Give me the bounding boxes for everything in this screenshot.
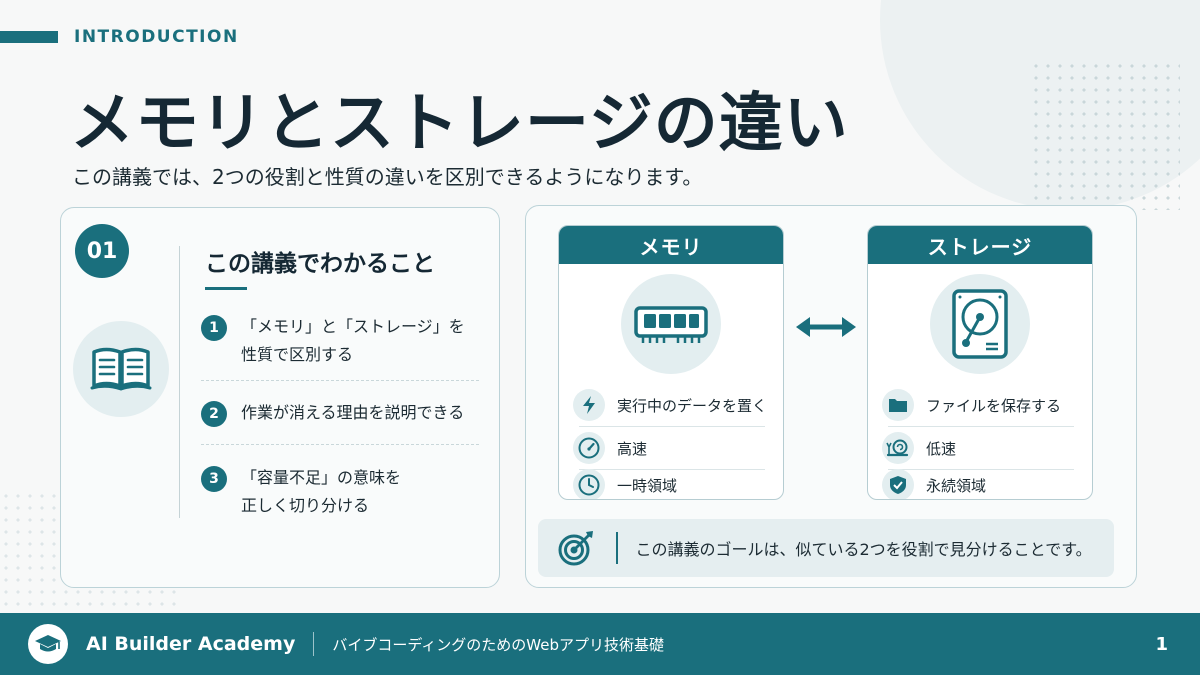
storage-feature-row: ファイルを保存する [882, 386, 1080, 424]
storage-feature-row: 永続領域 [882, 469, 1080, 499]
memory-feature-row: 一時領域 [573, 469, 771, 499]
memory-feature-text: 一時領域 [617, 476, 678, 495]
folder-icon [882, 389, 914, 421]
lightning-icon [573, 389, 605, 421]
comparison-card: メモリ 実行中のデータを置く [525, 205, 1137, 588]
goal-text: この講義のゴールは、似ている2つを役割で見分けることです。 [635, 540, 1092, 559]
memory-panel: メモリ 実行中のデータを置く [558, 225, 784, 500]
row-divider [579, 469, 765, 470]
footer-divider [313, 632, 315, 656]
row-divider [579, 426, 765, 427]
shield-check-icon [882, 469, 914, 499]
open-book-icon [73, 321, 169, 417]
storage-feature-text: 低速 [926, 439, 957, 458]
storage-feature-text: ファイルを保存する [926, 396, 1062, 415]
memory-feature-text: 高速 [617, 439, 648, 458]
learning-points-heading: この講義でわかること [205, 251, 435, 277]
row-divider [888, 426, 1074, 427]
dashed-divider [201, 380, 479, 381]
memory-feature-row: 実行中のデータを置く [573, 386, 771, 424]
snail-icon [882, 432, 914, 464]
point-text: 作業が消える理由を説明できる [241, 403, 465, 422]
eyebrow-accent-bar [0, 31, 58, 43]
section-number-badge: 01 [75, 224, 129, 278]
footer-bar: AI Builder Academy バイブコーディングのためのWebアプリ技術… [0, 613, 1200, 675]
divider-line [179, 246, 180, 518]
storage-feature-text: 永続領域 [926, 476, 987, 495]
point-number: 2 [201, 401, 227, 427]
point-text: 「容量不足」の意味を 正しく切り分ける [241, 468, 402, 515]
eyebrow-label: INTRODUCTION [74, 27, 239, 47]
footer-brand: AI Builder Academy [86, 633, 296, 655]
slide-title: メモリとストレージの違い [70, 87, 849, 161]
row-divider [888, 469, 1074, 470]
speedometer-icon [573, 432, 605, 464]
footer-course-title: バイブコーディングのためのWebアプリ技術基礎 [332, 635, 665, 654]
dashed-divider [201, 444, 479, 445]
double-arrow-icon [794, 314, 858, 344]
graduation-cap-icon [28, 624, 68, 664]
decorative-dot-pattern [1030, 60, 1180, 210]
learning-point: 3 「容量不足」の意味を 正しく切り分ける [201, 464, 491, 520]
point-number: 3 [201, 466, 227, 492]
storage-panel: ストレージ ファイルを保存する 低速 [867, 225, 1093, 500]
learning-point: 1 「メモリ」と「ストレージ」を 性質で区別する [201, 313, 491, 369]
goal-divider [616, 532, 618, 564]
page-number: 1 [1155, 633, 1168, 655]
slide-subtitle: この講義では、2つの役割と性質の違いを区別できるようになります。 [72, 165, 703, 189]
goal-banner: この講義のゴールは、似ている2つを役割で見分けることです。 [538, 519, 1114, 577]
storage-feature-row: 低速 [882, 429, 1080, 467]
clock-icon [573, 469, 605, 499]
hard-disk-icon [930, 274, 1030, 374]
heading-underline [205, 287, 247, 290]
target-icon [556, 528, 596, 568]
point-text: 「メモリ」と「ストレージ」を 性質で区別する [241, 317, 465, 364]
ram-module-icon [621, 274, 721, 374]
memory-feature-text: 実行中のデータを置く [617, 396, 768, 415]
learning-points-card: 01 この講義でわかること 1 「メモリ」と「ストレージ」を 性質で区別する 2… [60, 207, 500, 588]
memory-feature-row: 高速 [573, 429, 771, 467]
learning-point: 2 作業が消える理由を説明できる [201, 399, 491, 427]
point-number: 1 [201, 315, 227, 341]
memory-panel-title: メモリ [559, 226, 783, 264]
storage-panel-title: ストレージ [868, 226, 1092, 264]
